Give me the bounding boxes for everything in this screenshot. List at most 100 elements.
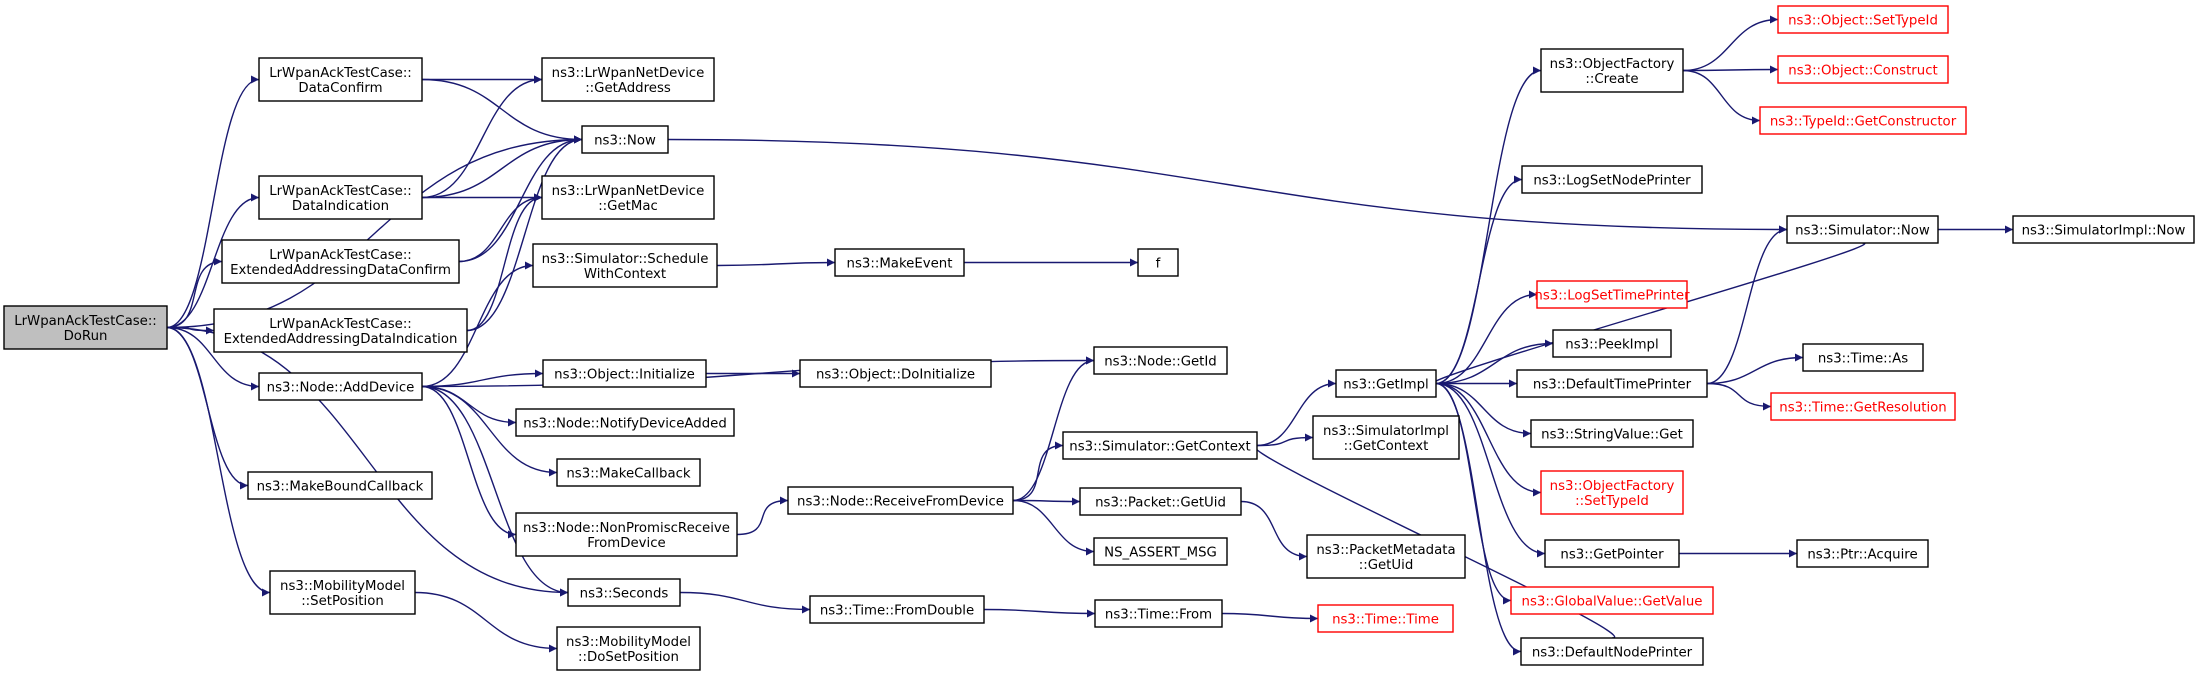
node-box: [269, 570, 416, 615]
node-box: [1786, 215, 1939, 244]
node-box: [1796, 539, 1929, 568]
node-time-from[interactable]: ns3::Time::From: [1094, 599, 1223, 628]
node-box: [1530, 419, 1694, 448]
node-box: [1062, 431, 1258, 460]
edge-add-device-to-make-callback: [421, 385, 558, 477]
node-root[interactable]: LrWpanAckTestCase::DoRun: [3, 305, 168, 350]
node-label: ns3::Packet::GetUid: [1095, 496, 1226, 511]
node-gv-get[interactable]: ns3::GlobalValue::GetValue: [1510, 586, 1714, 615]
node-data-indication[interactable]: LrWpanAckTestCase::DataIndication: [258, 175, 423, 220]
node-label: ns3::SimulatorImpl: [1323, 424, 1449, 439]
node-box: [581, 125, 669, 154]
node-def-time[interactable]: ns3::DefaultTimePrinter: [1516, 369, 1708, 398]
node-time-res[interactable]: ns3::Time::GetResolution: [1770, 392, 1956, 421]
node-get-address[interactable]: ns3::LrWpanNetDevice::GetAddress: [541, 57, 715, 102]
edge-from-double-to-time-from: [983, 608, 1096, 618]
node-box: [1516, 369, 1708, 398]
node-label: ns3::Object::Construct: [1788, 64, 1937, 79]
node-f[interactable]: f: [1137, 248, 1179, 277]
node-get-id[interactable]: ns3::Node::GetId: [1093, 346, 1228, 375]
node-box: [567, 578, 681, 607]
node-def-node[interactable]: ns3::DefaultNodePrinter: [1520, 637, 1704, 666]
node-make-bound[interactable]: ns3::MakeBoundCallback: [247, 471, 433, 500]
node-label: LrWpanAckTestCase::: [269, 248, 412, 263]
node-get-pointer[interactable]: ns3::GetPointer: [1544, 539, 1680, 568]
node-seconds[interactable]: ns3::Seconds: [567, 578, 681, 607]
node-box: [556, 626, 701, 671]
node-label: ns3::ObjectFactory: [1550, 479, 1675, 494]
node-receive-from[interactable]: ns3::Node::ReceiveFromDevice: [787, 486, 1014, 515]
node-assert-msg[interactable]: NS_ASSERT_MSG: [1093, 537, 1228, 566]
edge-get-impl-to-get-pointer: [1435, 382, 1546, 558]
node-make-event[interactable]: ns3::MakeEvent: [834, 248, 965, 277]
node-set-position[interactable]: ns3::MobilityModel::SetPosition: [269, 570, 416, 615]
node-get-uid[interactable]: ns3::Packet::GetUid: [1079, 487, 1242, 516]
edge-schedule-ctx-to-make-event: [716, 258, 836, 267]
edge-get-impl-to-def-node: [1435, 382, 1522, 656]
node-make-callback[interactable]: ns3::MakeCallback: [556, 458, 701, 487]
node-time-as[interactable]: ns3::Time::As: [1802, 343, 1924, 372]
edge-get-impl-to-log-node: [1435, 175, 1523, 385]
node-obj-set-type[interactable]: ns3::Object::SetTypeId: [1777, 5, 1949, 34]
node-box: [556, 458, 701, 487]
edge-ext-confirm-to-get-mac: [458, 193, 543, 263]
node-sim-now[interactable]: ns3::Simulator::Now: [1786, 215, 1939, 244]
node-label: ::Create: [1585, 72, 1638, 87]
node-obj-init[interactable]: ns3::Object::Initialize: [542, 359, 707, 388]
node-get-impl[interactable]: ns3::GetImpl: [1335, 369, 1437, 398]
node-now[interactable]: ns3::Now: [581, 125, 669, 154]
edge-ext-indication-to-now: [466, 135, 583, 332]
node-box: [542, 359, 707, 388]
node-label: ns3::LogSetTimePrinter: [1534, 289, 1690, 304]
edge-of-create-to-obj-set-type: [1682, 15, 1779, 72]
node-log-node[interactable]: ns3::LogSetNodePrinter: [1521, 165, 1703, 194]
node-of-create[interactable]: ns3::ObjectFactory::Create: [1540, 48, 1684, 93]
node-peek-impl[interactable]: ns3::PeekImpl: [1552, 329, 1672, 358]
node-do-set-pos[interactable]: ns3::MobilityModel::DoSetPosition: [556, 626, 701, 671]
node-box: [799, 359, 992, 388]
node-data-confirm[interactable]: LrWpanAckTestCase::DataConfirm: [258, 57, 423, 102]
node-label: ns3::DefaultNodePrinter: [1532, 646, 1693, 661]
node-box: [258, 57, 423, 102]
node-add-device[interactable]: ns3::Node::AddDevice: [258, 372, 423, 401]
node-label: DoRun: [64, 329, 108, 344]
node-label: ns3::ObjectFactory: [1550, 57, 1675, 72]
node-log-time[interactable]: ns3::LogSetTimePrinter: [1534, 280, 1690, 309]
node-box: [1510, 586, 1714, 615]
node-ext-indication[interactable]: LrWpanAckTestCase::ExtendedAddressingDat…: [213, 308, 468, 353]
edge-root-to-ext-confirm: [166, 257, 223, 329]
node-label: ns3::Node::NotifyDeviceAdded: [523, 417, 727, 432]
node-do-init[interactable]: ns3::Object::DoInitialize: [799, 359, 992, 388]
node-sim-get-ctx[interactable]: ns3::Simulator::GetContext: [1062, 431, 1258, 460]
node-box: [1536, 280, 1688, 309]
node-str-get[interactable]: ns3::StringValue::Get: [1530, 419, 1694, 448]
edge-ext-indication-to-get-mac: [466, 193, 543, 332]
node-impl-now[interactable]: ns3::SimulatorImpl::Now: [2012, 215, 2195, 244]
node-label: ::DoSetPosition: [578, 650, 679, 665]
node-box: [258, 372, 423, 401]
node-get-mac[interactable]: ns3::LrWpanNetDevice::GetMac: [541, 175, 715, 220]
node-label: ns3::Simulator::GetContext: [1069, 440, 1250, 455]
node-type-ctor[interactable]: ns3::TypeId::GetConstructor: [1759, 106, 1967, 135]
node-from-double[interactable]: ns3::Time::FromDouble: [809, 595, 985, 624]
edge-def-time-to-time-res: [1706, 382, 1772, 411]
node-obj-construct[interactable]: ns3::Object::Construct: [1777, 55, 1949, 84]
node-label: ns3::Node::AddDevice: [267, 381, 415, 396]
node-meta-get-uid[interactable]: ns3::PacketMetadata::GetUid: [1306, 534, 1466, 579]
node-box: [1777, 55, 1949, 84]
node-label: ::SetPosition: [301, 594, 384, 609]
node-notify[interactable]: ns3::Node::NotifyDeviceAdded: [515, 408, 735, 437]
node-label: ns3::GetPointer: [1560, 548, 1664, 563]
node-ptr-acquire[interactable]: ns3::Ptr::Acquire: [1796, 539, 1929, 568]
edge-data-indication-to-now: [421, 135, 583, 199]
edge-root-to-set-position: [166, 326, 271, 597]
node-label: ::GetMac: [598, 199, 658, 214]
node-time-time[interactable]: ns3::Time::Time: [1317, 604, 1454, 633]
edge-of-create-to-obj-construct: [1682, 65, 1779, 74]
node-ext-confirm[interactable]: LrWpanAckTestCase::ExtendedAddressingDat…: [221, 239, 460, 284]
node-impl-get-ctx[interactable]: ns3::SimulatorImpl::GetContext: [1312, 415, 1460, 460]
node-of-set-type[interactable]: ns3::ObjectFactory::SetTypeId: [1540, 470, 1684, 515]
